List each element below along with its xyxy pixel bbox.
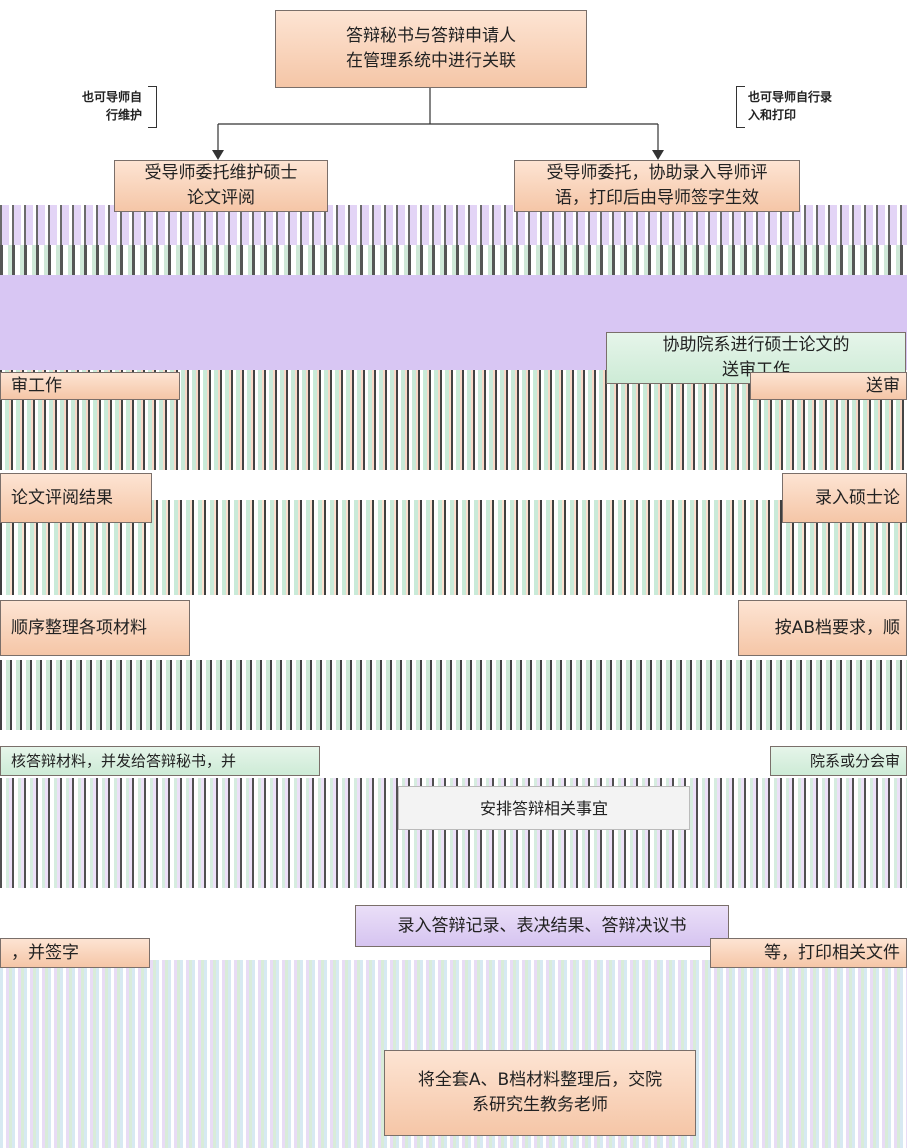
print-documents-node: 等，打印相关文件: [710, 938, 907, 968]
sort-materials-node: 顺序整理各项材料: [0, 600, 190, 656]
review-work-node: 审工作: [0, 372, 180, 400]
arrange-defense-node: 安排答辩相关事宜: [398, 786, 690, 830]
right-note-bracket: [736, 86, 745, 128]
left-note: 也可导师自 行维护: [81, 90, 142, 122]
ab-archive-node: 按AB档要求，顺: [738, 600, 907, 656]
check-materials-node: 核答辩材料，并发给答辩秘书，并: [0, 746, 320, 776]
artifact-band: [0, 660, 907, 730]
send-review-node: 送审: [750, 372, 907, 400]
artifact-band: [0, 245, 907, 275]
enter-thesis-node: 录入硕士论: [782, 473, 907, 523]
review-result-node: 论文评阅结果: [0, 473, 152, 523]
sign-node: ，并签字: [0, 938, 150, 968]
enter-comments-node: 受导师委托，协助录入导师评 语，打印后由导师签字生效: [514, 160, 800, 212]
top-node: 答辩秘书与答辩申请人 在管理系统中进行关联: [275, 10, 587, 88]
dept-review-node: 院系或分会审: [770, 746, 907, 776]
maintain-review-node: 受导师委托维护硕士 论文评阅: [114, 160, 328, 212]
final-node: 将全套A、B档材料整理后，交院 系研究生教务老师: [384, 1050, 696, 1136]
record-results-node: 录入答辩记录、表决结果、答辩决议书: [355, 905, 729, 947]
right-note: 也可导师自行录 入和打印: [748, 90, 833, 122]
left-note-bracket: [148, 86, 157, 128]
